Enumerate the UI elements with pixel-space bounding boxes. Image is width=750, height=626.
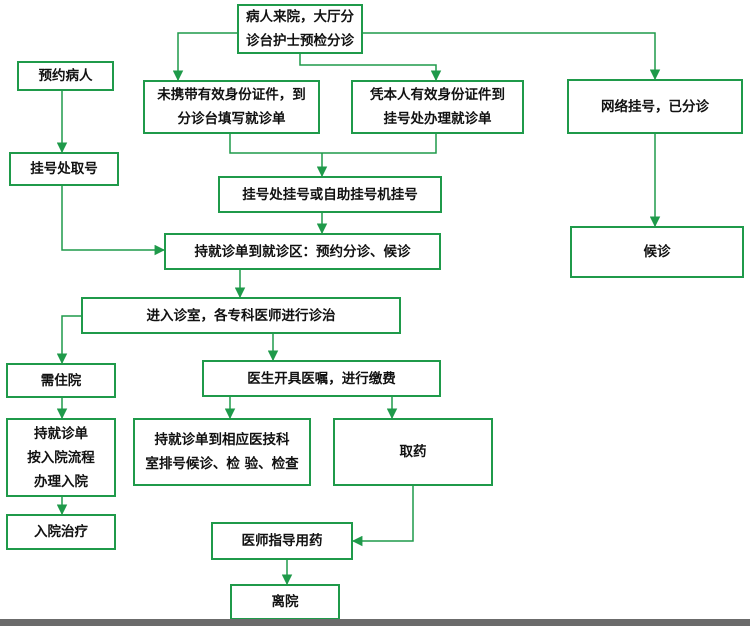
node-enter-room: 进入诊室，各专科医师进行诊治 xyxy=(81,297,401,334)
node-need-hospital: 需住院 xyxy=(6,363,116,398)
arrow-medicine-to-guidance xyxy=(351,484,414,547)
node-appointment: 预约病人 xyxy=(17,61,114,91)
arrow-room-to-need-hospital xyxy=(56,315,81,365)
node-no-id: 未携带有效身份证件，到 分诊台填写就诊单 xyxy=(143,80,320,134)
node-medicine: 取药 xyxy=(333,418,493,486)
node-with-id: 凭本人有效身份证件到 挂号处办理就诊单 xyxy=(351,80,524,134)
arrow-collect-to-clinic xyxy=(61,184,166,256)
node-orders-pay: 医生开具医嘱，进行缴费 xyxy=(202,360,441,397)
node-inpatient: 入院治疗 xyxy=(6,514,116,550)
node-discharge: 离院 xyxy=(230,584,340,620)
arrow-arrival-to-no-id xyxy=(172,32,237,82)
arrow-arrival-to-with-id xyxy=(299,52,442,82)
node-collect-number: 挂号处取号 xyxy=(9,152,119,186)
node-to-clinic: 持就诊单到就诊区：预约分诊、候诊 xyxy=(164,233,441,270)
bottom-edge-strip xyxy=(0,619,750,626)
node-tests: 持就诊单到相应医技科 室排号候诊、检 验、检查 xyxy=(133,418,311,486)
node-admission: 持就诊单 按入院流程 办理入院 xyxy=(6,418,116,497)
node-guidance: 医师指导用药 xyxy=(211,522,353,560)
node-online: 网络挂号，已分诊 xyxy=(567,79,743,134)
arrow-arrival-to-online xyxy=(362,32,661,81)
merge-line-id-boxes xyxy=(229,132,437,154)
node-arrival: 病人来院，大厅分 诊台护士预检分诊 xyxy=(237,4,363,54)
node-wait: 候诊 xyxy=(570,226,744,278)
node-register: 挂号处挂号或自助挂号机挂号 xyxy=(218,176,442,213)
